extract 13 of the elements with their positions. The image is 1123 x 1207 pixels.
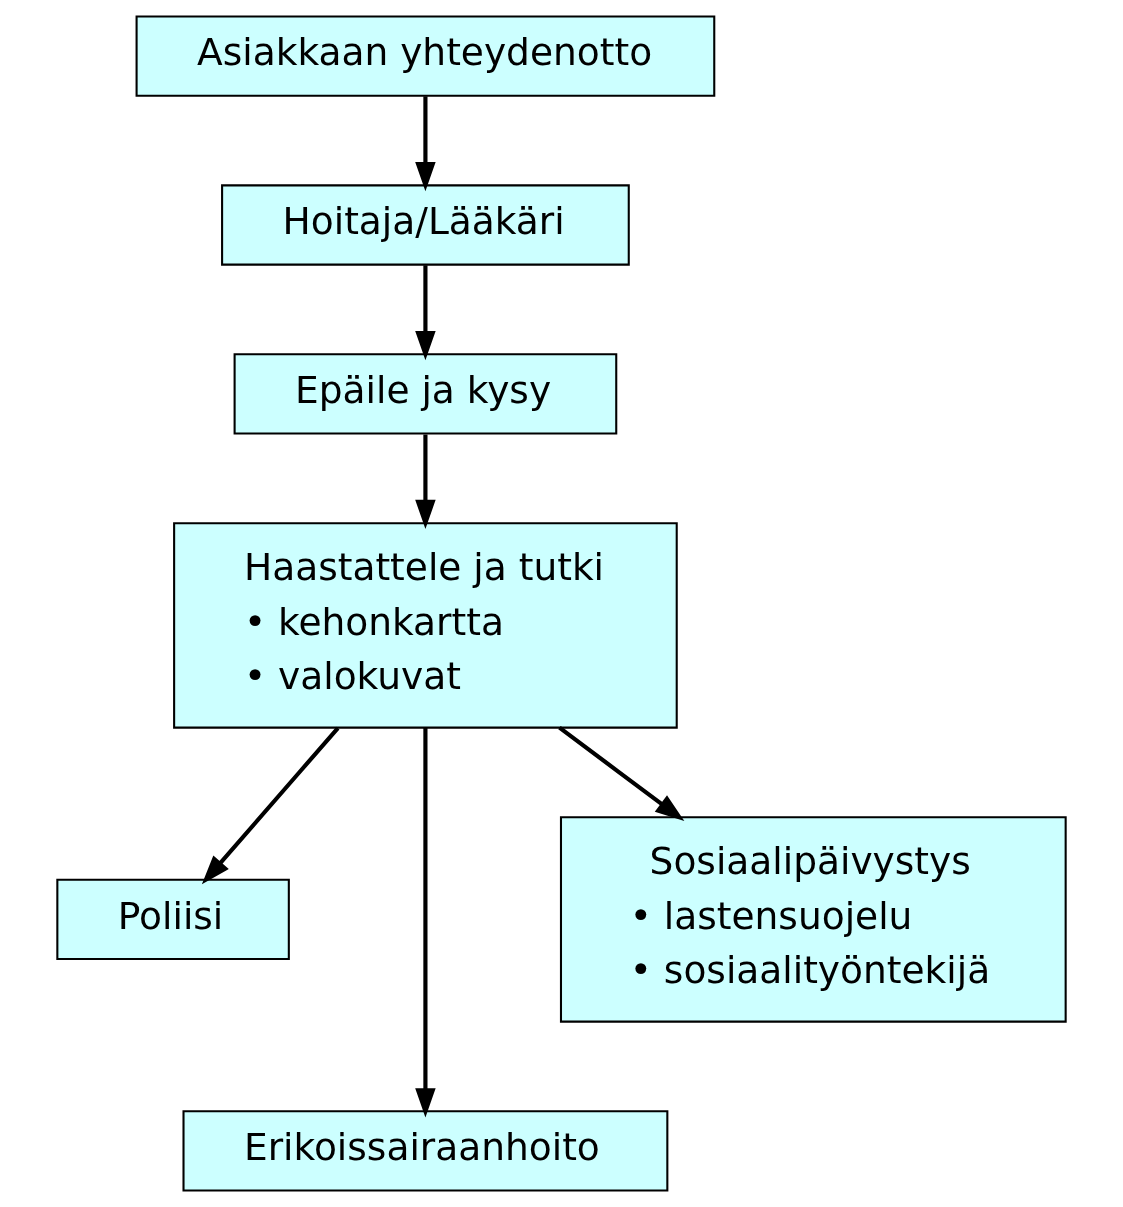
node-box: Epäile ja kysy [233, 353, 618, 435]
node-box: Erikoissairaanhoito [182, 1110, 669, 1192]
node-box: Hoitaja/Lääkäri [221, 184, 630, 266]
arrow [201, 726, 340, 885]
node-box: Asiakkaan yhteydenotto [135, 15, 716, 97]
node-box: Sosiaalipäivystys • lastensuojelu • sosiaalityöntekijä [559, 816, 1067, 1023]
arrow [558, 726, 685, 821]
arrow [415, 265, 436, 361]
node-box: Haastattele ja tutki • kehonkartta • valokuvat [173, 522, 678, 729]
arrow [415, 728, 436, 1118]
node-box: Poliisi [56, 878, 290, 961]
arrow [415, 434, 436, 530]
arrow [415, 96, 436, 192]
